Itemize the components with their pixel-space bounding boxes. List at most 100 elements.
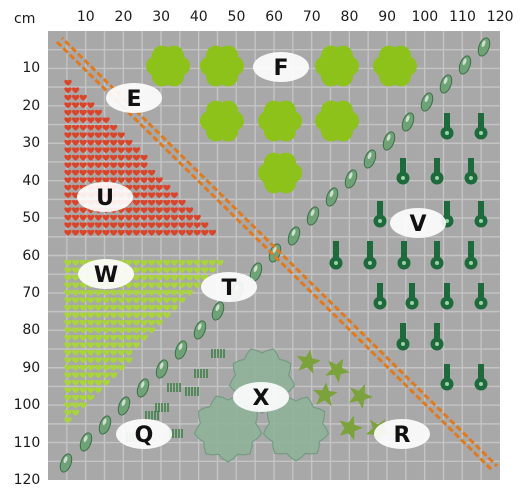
pin-dot: [368, 261, 372, 265]
heart-plant-icon: [71, 297, 80, 304]
heart-plant-icon: [79, 102, 87, 109]
pin-dot: [479, 131, 483, 135]
flower-icon: [258, 100, 302, 142]
seed-body: [193, 320, 207, 340]
heart-plant-icon: [147, 289, 156, 296]
seed-highlight: [424, 95, 429, 103]
heart-plant-icon: [117, 319, 125, 326]
pin-stem: [409, 283, 415, 300]
heart-plant-icon: [117, 169, 125, 176]
heart-plant-icon: [64, 124, 72, 131]
heart-plant-icon: [64, 349, 72, 356]
heart-plant-icon: [71, 364, 80, 371]
heart-plant-icon: [132, 184, 141, 191]
heart-plant-icon: [71, 372, 80, 379]
heart-plant-icon: [117, 132, 125, 139]
heart-plant-icon: [140, 192, 148, 199]
heart-plant-icon: [109, 147, 118, 154]
heart-plant-icon: [87, 109, 95, 116]
seed-body: [155, 359, 169, 379]
heart-plant-icon: [109, 162, 118, 169]
pin-stem: [377, 283, 383, 300]
y-tick-label: 100: [13, 397, 41, 414]
heart-plant-icon: [102, 139, 110, 146]
pin-plant-icon: [405, 283, 419, 310]
seed-body: [344, 169, 358, 189]
x-tick-label: 30: [152, 9, 171, 25]
heart-plant-icon: [147, 229, 156, 236]
pond-shape: [262, 396, 330, 462]
heart-plant-icon: [163, 229, 171, 236]
seed-highlight: [386, 134, 391, 142]
heart-plant-icon: [87, 117, 95, 124]
heart-plant-icon: [64, 409, 72, 416]
heart-plant-icon: [140, 304, 148, 311]
heart-plant-icon: [140, 289, 148, 296]
seed-highlight: [443, 77, 448, 85]
y-tick-label: 90: [22, 359, 41, 376]
red-heart-plants: [64, 79, 217, 236]
heart-plant-icon: [147, 297, 156, 304]
seed-body: [136, 378, 150, 398]
heart-plant-icon: [201, 259, 209, 266]
heart-plant-icon: [178, 214, 186, 221]
heart-plant-icon: [147, 304, 156, 311]
y-tick-label: 30: [22, 135, 41, 152]
heart-plant-icon: [109, 132, 118, 139]
seed-highlight: [102, 418, 107, 426]
heart-plant-icon: [155, 289, 163, 296]
x-tick-label: 50: [227, 9, 246, 25]
pin-stem: [400, 323, 406, 341]
heart-plant-icon: [64, 199, 72, 206]
heart-plant-icon: [193, 267, 201, 274]
heart-plant-icon: [94, 124, 103, 131]
heart-plant-icon: [64, 327, 72, 334]
seed-body: [287, 226, 301, 246]
heart-plant-icon: [102, 229, 110, 236]
heart-plant-icon: [117, 229, 125, 236]
heart-plant-icon: [163, 207, 171, 214]
heart-plant-icon: [79, 169, 87, 176]
heart-plant-icon: [155, 259, 163, 266]
seed-body: [98, 415, 112, 435]
flower-icon: [315, 45, 359, 87]
heart-plant-icon: [109, 169, 118, 176]
heart-plant-icon: [71, 267, 80, 274]
x-tick-label: 10: [76, 9, 95, 25]
flower-center: [325, 54, 349, 78]
heart-plant-icon: [79, 394, 87, 401]
pin-stem: [444, 364, 450, 381]
heart-plant-icon: [140, 282, 148, 289]
zone-label-bubble: [233, 382, 289, 412]
heart-plant-icon: [109, 297, 118, 304]
heart-plant-icon: [125, 304, 133, 311]
heart-plant-icon: [71, 379, 80, 386]
heart-plant-icon: [79, 117, 87, 124]
heart-plant-icon: [132, 192, 141, 199]
heart-plant-icon: [170, 222, 179, 229]
seed-highlight: [159, 362, 164, 370]
heart-plant-icon: [140, 297, 148, 304]
heart-plant-icon: [132, 154, 141, 161]
heart-plant-icon: [117, 357, 125, 364]
heart-plant-icon: [140, 177, 148, 184]
pin-stem: [478, 113, 484, 130]
heart-plant-icon: [64, 259, 72, 266]
pin-plant-icon: [430, 323, 444, 351]
heart-plant-icon: [64, 102, 72, 109]
zone-label-bubble: [374, 419, 430, 449]
seed-highlight: [329, 190, 334, 198]
pin-stem: [444, 201, 450, 218]
heart-plant-icon: [64, 147, 72, 154]
heart-plant-icon: [94, 139, 103, 146]
y-tick-label: 50: [22, 210, 41, 227]
heart-plant-icon: [109, 342, 118, 349]
heart-plant-icon: [79, 357, 87, 364]
pin-dot: [469, 261, 473, 265]
heart-plant-icon: [102, 147, 110, 154]
heart-plant-icon: [79, 297, 87, 304]
heart-plant-icon: [87, 169, 95, 176]
heart-plant-icon: [94, 154, 103, 161]
seed-icon: [382, 131, 396, 151]
heart-plant-icon: [208, 229, 217, 236]
